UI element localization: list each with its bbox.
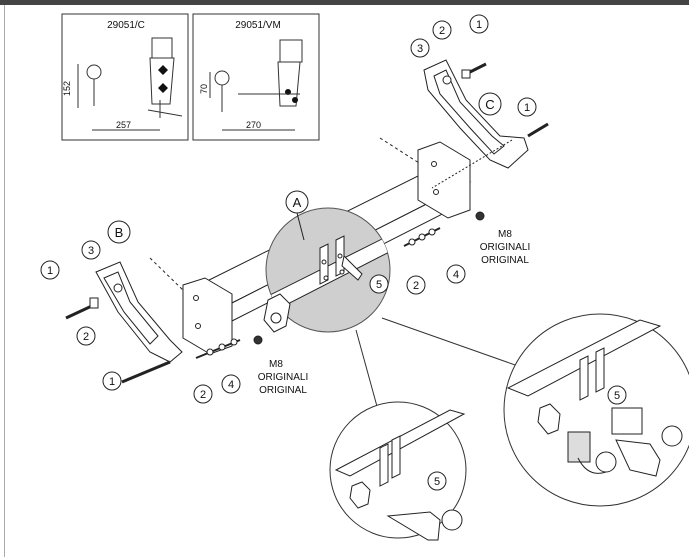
note-originali: ORIGINALI (258, 372, 309, 383)
note-original: ORIGINAL (259, 385, 307, 396)
left-border (4, 5, 5, 557)
inset-dim-vertical: 152 (62, 81, 72, 96)
callout-4: 4 (453, 269, 459, 281)
bolt-notes: M8 ORIGINALI ORIGINAL M8 ORIGINALI ORIGI… (258, 229, 531, 396)
inset-dim-vertical: 70 (199, 84, 209, 94)
callout-1: 1 (524, 102, 530, 114)
callout-5: 5 (434, 476, 440, 488)
left-bolts (65, 297, 263, 384)
callout-1: 1 (47, 265, 53, 277)
inset-dim-horizontal: 270 (246, 120, 261, 130)
note-bolt-size: M8 (269, 359, 283, 370)
callout-2: 2 (439, 25, 445, 37)
inset-code: 29051/C (107, 20, 145, 31)
callout-2: 2 (83, 331, 89, 343)
callout-3: 3 (417, 43, 423, 55)
note-bolt-size: M8 (498, 229, 512, 240)
callout-5: 5 (614, 390, 620, 402)
note-originali: ORIGINALI (480, 242, 531, 253)
callout-2: 2 (200, 389, 206, 401)
callout-1: 1 (476, 19, 482, 31)
inset-dim-horizontal: 257 (116, 120, 131, 130)
leader-lines (355, 317, 519, 411)
right-bolts (403, 62, 549, 247)
detail-circle-right (503, 313, 689, 507)
inset-code: 29051/VM (235, 20, 281, 31)
detail-circle-bottom (329, 401, 467, 541)
bracket-b (95, 261, 183, 363)
inset-29051-vm: 29051/VM 70 270 (192, 13, 320, 141)
callout-5: 5 (376, 279, 382, 291)
note-original: ORIGINAL (481, 255, 529, 266)
inset-29051-c: 29051/C 152 257 (61, 13, 189, 141)
callout-2: 2 (413, 280, 419, 292)
callouts: 2 1 3 C 1 A B 3 1 2 1 2 4 5 2 4 (40, 14, 627, 491)
top-bar (0, 0, 689, 5)
detail-circle-a (263, 207, 391, 333)
callout-4: 4 (228, 379, 234, 391)
callout-b: B (115, 225, 124, 240)
callout-3: 3 (88, 245, 94, 257)
callout-c: C (485, 97, 494, 112)
callout-a: A (293, 195, 302, 210)
callout-1: 1 (109, 376, 115, 388)
bracket-c (423, 59, 529, 189)
